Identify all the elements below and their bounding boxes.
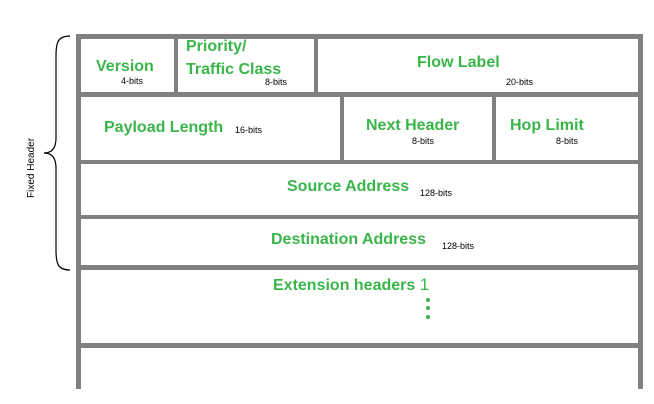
source-address-bits: 128-bits (420, 188, 453, 198)
fixed-header-brace (43, 35, 71, 271)
extension-headers-label: Extension headers 1 (273, 276, 429, 295)
priority-bits: 8-bits (265, 77, 288, 87)
version-cell (81, 39, 174, 92)
destination-address-cell (81, 219, 638, 265)
version-bits: 4-bits (121, 76, 144, 86)
version-label: Version (96, 58, 154, 75)
extension-headers-cell (81, 270, 638, 343)
next-header-bits: 8-bits (412, 136, 435, 146)
hop-limit-bits: 8-bits (556, 136, 579, 146)
payload-area-cell (81, 348, 638, 389)
extension-headers-text: Extension headers (273, 277, 416, 294)
ellipsis-dot-2 (426, 306, 430, 310)
hop-limit-cell (496, 97, 638, 160)
flow-label-cell (318, 39, 638, 92)
flow-label-bits: 20-bits (506, 77, 534, 87)
next-header-label: Next Header (366, 117, 460, 134)
flow-label-label: Flow Label (417, 54, 500, 71)
hop-limit-label: Hop Limit (510, 117, 584, 134)
fixed-header-label: Fixed Header (26, 137, 37, 198)
ellipsis-dot-3 (426, 315, 430, 319)
extension-headers-number: 1 (419, 275, 430, 294)
destination-address-label: Destination Address (271, 231, 426, 248)
source-address-cell (81, 164, 638, 215)
payload-length-label: Payload Length (104, 119, 224, 136)
priority-label-line1: Priority/ (186, 38, 247, 55)
next-header-cell (344, 97, 492, 160)
payload-length-bits: 16-bits (235, 125, 263, 135)
payload-length-cell (81, 97, 340, 160)
destination-address-bits: 128-bits (442, 241, 475, 251)
ellipsis-dot-1 (426, 298, 430, 302)
priority-cell (178, 39, 314, 92)
source-address-label: Source Address (287, 178, 410, 195)
priority-label-line2: Traffic Class (186, 61, 282, 78)
